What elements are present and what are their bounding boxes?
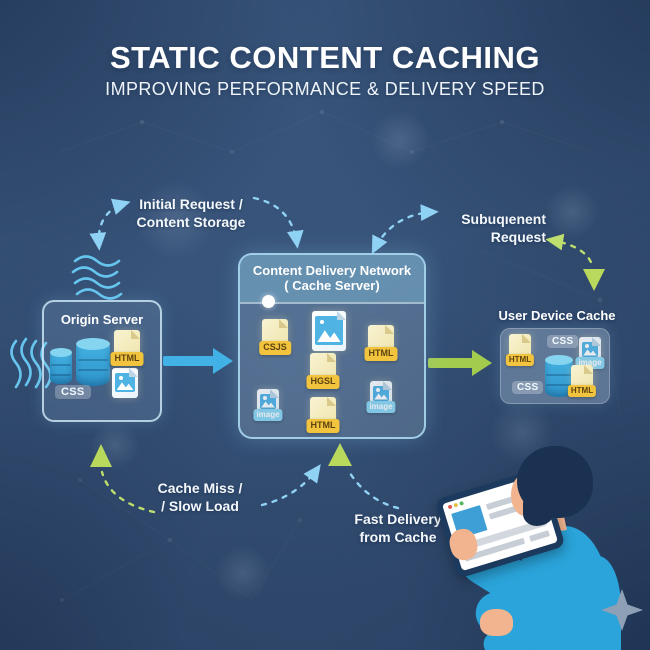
image-glyph [373,386,389,401]
browser-dot-icon [453,502,459,508]
image-glyph [115,373,135,392]
css-label: CSS [55,385,91,399]
html-file-icon: HTML [505,334,535,366]
label-cache-miss: Cache Miss / / Slow Load [138,479,262,515]
file-page [112,368,138,398]
user-device-cache-box: HTML CSS image CSS HTML [500,328,610,404]
image-file-icon [112,368,138,398]
image-glyph [260,394,276,409]
connector-dot [262,295,275,308]
file-page [312,311,346,351]
image-file-icon [312,311,346,351]
cdn-title-line2: ( Cache Server) [284,278,380,293]
cdn-to-device-arrow [428,350,492,376]
image-file-icon: image [366,381,396,413]
label-line: Content Storage [136,214,246,231]
css-js-file-icon: CSJS [259,319,291,355]
label-subsequent-request: Subuqıenent Request [438,210,546,246]
database-icon [50,348,72,384]
page-subtitle: IMPROVING PERFORMANCE & DELIVERY SPEED [105,79,545,99]
file-badge: image [253,409,283,421]
person-hair [517,446,593,526]
file-badge: HTML [306,419,340,433]
label-initial-request: Initial Request / Content Storage [123,195,259,231]
css-label: CSS [547,335,579,348]
html-file-icon: HTML [364,325,398,361]
arrow-head [213,348,233,374]
file-badge: HTML [364,347,398,361]
database-icon [76,338,110,386]
label-line: Subuqıenent [461,211,546,227]
arrow-bar [428,358,473,368]
browser-dot-icon [459,500,465,506]
file-badge: image [366,401,396,413]
html-file-icon: HTML [567,365,597,397]
label-line: Cache Miss / [157,480,243,496]
person-hand [480,609,513,636]
file-badge: HTML [505,354,535,366]
css-label: CSS [512,381,544,394]
image-glyph [315,316,343,345]
origin-to-cdn-arrow [163,348,233,374]
cdn-box: Content Delivery Network ( Cache Server)… [238,253,426,439]
file-badge: HTML [567,385,597,397]
origin-server-box: Origin Server HTML CSS [42,300,162,422]
user-device-cache-title: User Device Cache [498,308,616,323]
file-badge: CSJS [259,341,291,355]
browser-dot-icon [447,504,453,510]
image-file-icon: image [575,337,605,369]
html-file-icon: HTML [306,397,340,433]
image-glyph [582,342,598,357]
arrow-bar [163,356,214,366]
file-badge: HTML [110,352,144,366]
cdn-title-line1: Content Delivery Network [252,263,412,278]
image-file-icon: image [253,389,283,421]
label-line: Initial Request / [139,196,243,212]
html-file-icon: HTML [110,330,144,366]
arrow-head [472,350,492,376]
label-line: / Slow Load [161,498,239,515]
label-line: Request [490,229,546,246]
origin-server-title: Origin Server [60,312,144,327]
screen-text-bar [529,530,550,542]
file-badge: HGSL [306,375,340,389]
page-title: STATIC CONTENT CACHING [109,40,541,75]
hgsl-file-icon: HGSL [306,353,340,389]
sparkle-icon [601,589,643,631]
